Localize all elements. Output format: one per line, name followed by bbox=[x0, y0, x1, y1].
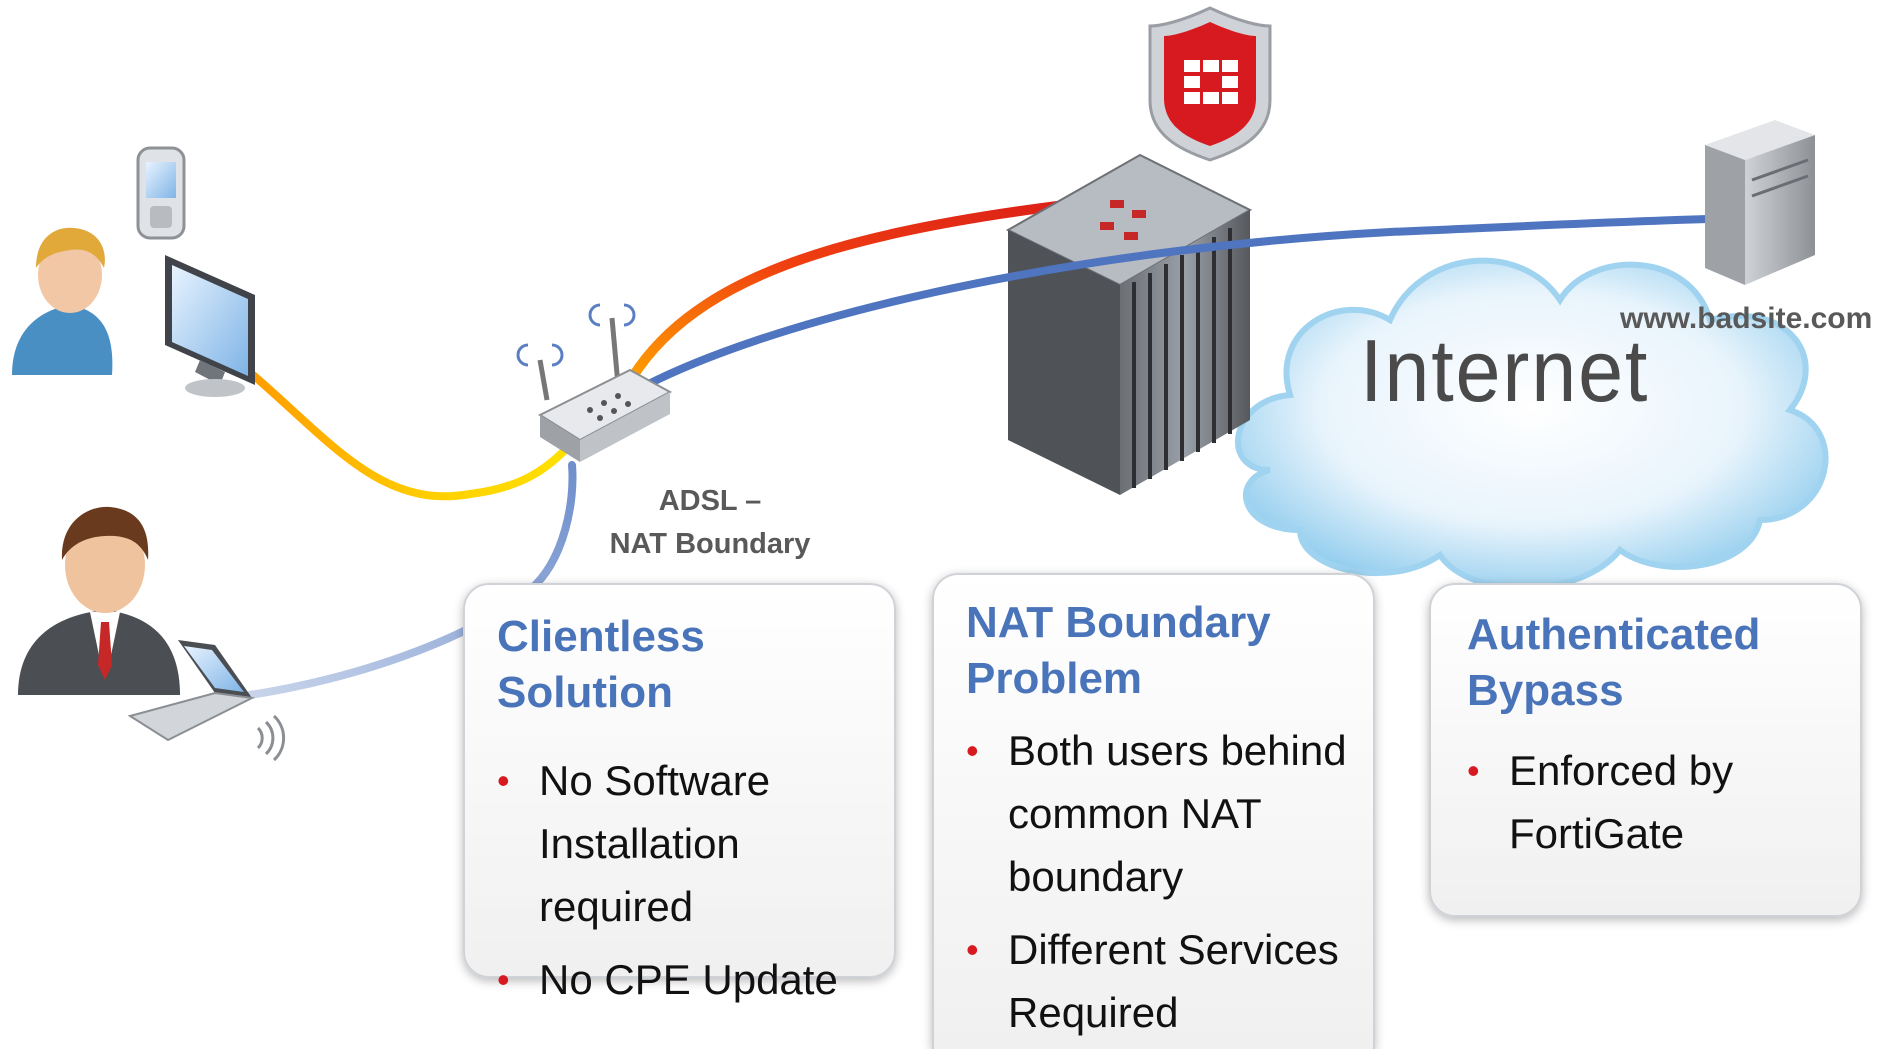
card-title: Clientless Solution bbox=[497, 612, 705, 717]
desktop-monitor-icon bbox=[165, 255, 255, 397]
fortinet-shield-icon bbox=[1148, 6, 1272, 162]
bullet-item: Different Services Required bbox=[966, 918, 1347, 1044]
router-label: ADSL – NAT Boundary bbox=[590, 480, 830, 566]
fortigate-chassis-icon bbox=[1005, 153, 1253, 495]
laptop-icon bbox=[127, 640, 286, 762]
router-label-line-1: ADSL – bbox=[658, 485, 762, 517]
internet-cloud-icon bbox=[1235, 257, 1829, 592]
server-url-label: www.badsite.com bbox=[1620, 302, 1873, 335]
internet-cloud-label: Internet bbox=[1360, 321, 1650, 420]
bullet-item: No CPE Update bbox=[497, 948, 864, 1011]
mobile-phone-icon bbox=[136, 146, 186, 240]
bullet-item: Enforced by FortiGate bbox=[1467, 739, 1834, 865]
authenticated-bypass-card: Authenticated Bypass Enforced by FortiGa… bbox=[1429, 583, 1862, 917]
server-icon bbox=[1705, 120, 1815, 285]
blue-path-arrow bbox=[624, 202, 1758, 399]
bullet-list: Enforced by FortiGate bbox=[1467, 739, 1834, 865]
card-title: Authenticated Bypass bbox=[1467, 610, 1761, 715]
user-avatar-icon bbox=[12, 227, 113, 375]
bullet-item: Both users behind common NAT boundary bbox=[966, 719, 1347, 908]
bullet-item: No Software Installation required bbox=[497, 749, 864, 938]
router-label-line-2: NAT Boundary bbox=[609, 528, 811, 560]
bullet-list: No Software Installation required No CPE… bbox=[497, 749, 864, 1011]
bullet-list: Both users behind common NAT boundary Di… bbox=[966, 719, 1347, 1044]
card-title: NAT Boundary Problem bbox=[966, 598, 1271, 703]
adsl-router-icon bbox=[516, 303, 673, 462]
businessman-avatar-icon bbox=[18, 506, 180, 695]
yellow-connection-line bbox=[241, 364, 569, 501]
clientless-solution-card: Clientless Solution No Software Installa… bbox=[463, 583, 896, 1011]
nat-boundary-problem-card: NAT Boundary Problem Both users behind c… bbox=[932, 573, 1375, 1049]
